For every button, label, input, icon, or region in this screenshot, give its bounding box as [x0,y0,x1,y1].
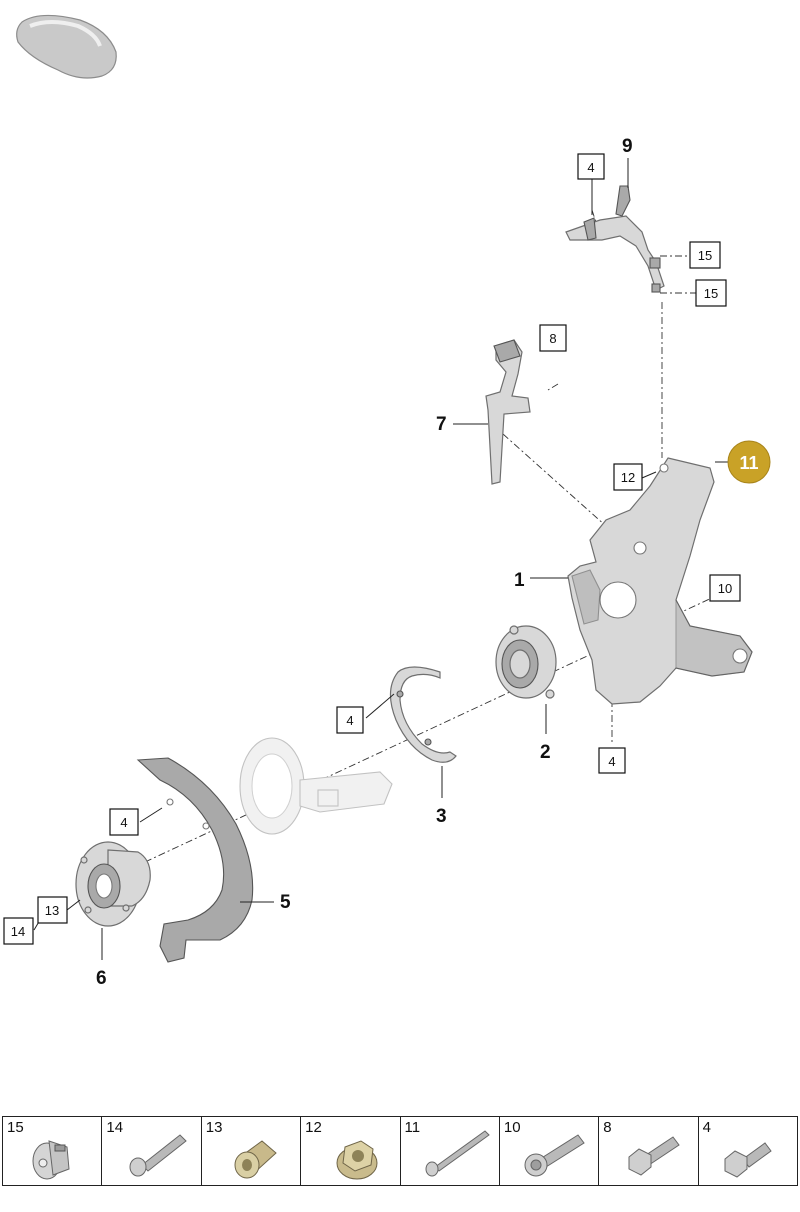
short-hex-bolt-icon [724,1142,772,1178]
clip-fastener-icon [32,1140,70,1180]
wheel-hub-part-6[interactable] [75,841,151,927]
svg-text:15: 15 [698,248,712,263]
box-8[interactable]: 8 [539,324,567,352]
thin-long-bolt-icon [425,1130,490,1177]
svg-text:15: 15 [704,286,718,301]
box-4-top[interactable]: 4 [577,153,605,180]
parts-cell-12[interactable]: 12 [301,1117,401,1185]
callout-2[interactable]: 2 [540,742,551,763]
parts-cell-number: 12 [305,1119,322,1136]
parts-table: 15 14 13 12 11 [2,1116,798,1186]
svg-text:13: 13 [45,903,59,918]
callout-11[interactable]: 11 [739,453,758,473]
box-15-a[interactable]: 15 [689,241,721,269]
wheel-bearing-part-2[interactable] [495,625,557,699]
svg-text:14: 14 [11,924,25,939]
svg-text:4: 4 [608,754,615,769]
sensor-bracket-part-9[interactable] [565,185,665,293]
parts-cell-number: 10 [503,1119,521,1136]
callout-9[interactable]: 9 [622,136,633,157]
brake-shield-part-5[interactable] [136,757,254,963]
parking-brake-ghost [239,737,393,835]
long-bolt-icon [129,1134,188,1177]
box-13[interactable]: 13 [37,896,68,924]
callout-11-highlight[interactable]: 11 [727,440,771,484]
svg-text:8: 8 [549,331,556,346]
parts-cell-number: 13 [205,1119,223,1136]
box-15-b[interactable]: 15 [695,279,727,307]
parts-cell-11[interactable]: 11 [401,1117,500,1185]
callout-5[interactable]: 5 [280,892,291,913]
svg-text:10: 10 [718,581,732,596]
flange-nut-icon [336,1140,378,1180]
parts-cell-4[interactable]: 4 [699,1117,798,1185]
vehicle-thumbnail-icon [16,14,117,79]
svg-text:4: 4 [120,815,127,830]
callout-6[interactable]: 6 [96,968,107,989]
box-10[interactable]: 10 [709,574,741,602]
wheel-carrier-part-1[interactable] [567,457,753,705]
speed-sensor-part-7[interactable] [485,339,531,485]
parts-cell-8[interactable]: 8 [599,1117,699,1185]
leader-lines [33,158,728,960]
svg-text:4: 4 [587,160,594,175]
box-4-shield[interactable]: 4 [109,808,139,836]
parts-cell-10[interactable]: 10 [500,1117,600,1185]
box-12[interactable]: 12 [613,463,643,491]
box-4-bearing[interactable]: 4 [336,706,364,734]
parts-cell-14[interactable]: 14 [102,1117,202,1185]
callout-3[interactable]: 3 [436,806,447,827]
parts-cell-number: 4 [702,1119,711,1136]
callout-7[interactable]: 7 [436,414,447,435]
parts-cell-number: 11 [404,1119,421,1136]
box-4-knuckle[interactable]: 4 [598,747,626,774]
parts-cell-number: 14 [106,1119,124,1136]
parts-cell-15[interactable]: 15 [3,1117,103,1185]
box-callouts: 4 15 15 8 12 10 4 4 [3,153,741,945]
parts-cell-number: 15 [7,1119,24,1136]
callouts: 1 2 3 5 6 7 9 [96,136,633,989]
svg-text:12: 12 [621,470,635,485]
parts-cell-number: 8 [603,1119,612,1136]
hex-bolt-icon [628,1136,680,1176]
flange-bolt-icon [524,1134,585,1177]
sleeve-nut-icon [234,1140,277,1179]
svg-text:4: 4 [346,713,353,728]
parts-cell-13[interactable]: 13 [202,1117,302,1185]
box-14[interactable]: 14 [3,917,34,945]
circlip-part-3[interactable] [389,666,457,763]
exploded-parts-diagram: 1 2 3 5 6 7 9 11 4 15 15 8 12 [3,14,771,989]
callout-1[interactable]: 1 [514,570,525,591]
